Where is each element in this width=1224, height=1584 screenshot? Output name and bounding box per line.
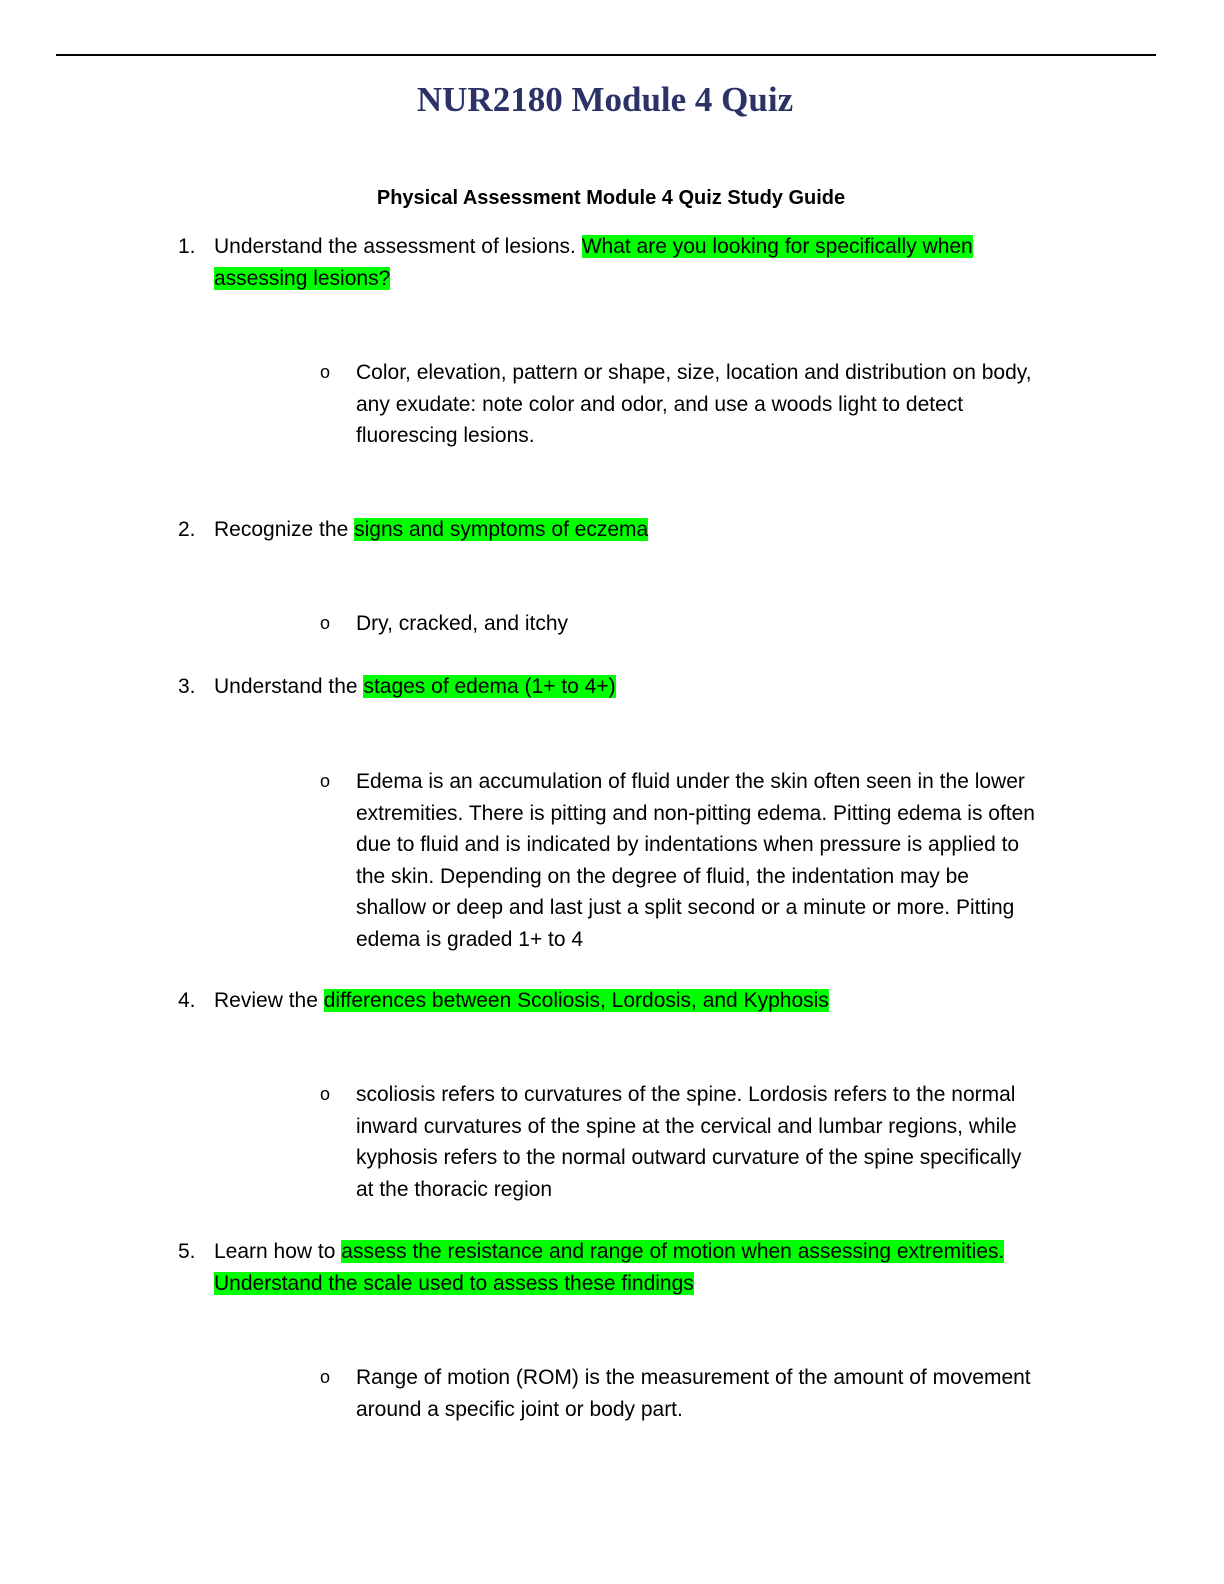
- answer-text: scoliosis refers to curvatures of the sp…: [356, 1083, 1022, 1201]
- answer-2: o Dry, cracked, and itchy: [320, 608, 1040, 640]
- question-number: 1.: [178, 235, 196, 258]
- question-number: 5.: [178, 1240, 196, 1263]
- question-3: 3. Understand the stages of edema (1+ to…: [178, 671, 1038, 703]
- question-text: Learn how to: [214, 1240, 342, 1263]
- bullet-icon: o: [320, 1084, 331, 1104]
- highlighted-text: stages of edema (1+ to 4+): [363, 675, 616, 698]
- highlighted-text: signs and symptoms of eczema: [354, 518, 649, 541]
- answer-text: Range of motion (ROM) is the measurement…: [356, 1366, 1031, 1421]
- bullet-icon: o: [320, 1367, 331, 1387]
- question-1: 1. Understand the assessment of lesions.…: [178, 231, 1038, 294]
- answer-4: o scoliosis refers to curvatures of the …: [320, 1079, 1040, 1205]
- question-text: Understand the assessment of lesions.: [214, 235, 582, 258]
- bullet-icon: o: [320, 613, 331, 633]
- question-5: 5. Learn how to assess the resistance an…: [178, 1236, 1038, 1299]
- question-2: 2. Recognize the signs and symptoms of e…: [178, 514, 1038, 546]
- answer-5: o Range of motion (ROM) is the measureme…: [320, 1362, 1040, 1425]
- question-text: Recognize the: [214, 518, 355, 541]
- bullet-icon: o: [320, 771, 331, 791]
- question-number: 2.: [178, 518, 196, 541]
- answer-3: o Edema is an accumulation of fluid unde…: [320, 766, 1040, 955]
- bullet-icon: o: [320, 362, 331, 382]
- answer-text: Dry, cracked, and itchy: [356, 612, 569, 635]
- question-number: 4.: [178, 989, 196, 1012]
- document-subtitle: Physical Assessment Module 4 Quiz Study …: [376, 187, 846, 209]
- question-text: Review the: [214, 989, 324, 1012]
- document-title: NUR2180 Module 4 Quiz: [416, 80, 794, 119]
- answer-1: o Color, elevation, pattern or shape, si…: [320, 357, 1040, 452]
- question-text: Understand the: [214, 675, 364, 698]
- question-number: 3.: [178, 675, 196, 698]
- answer-text: Edema is an accumulation of fluid under …: [356, 770, 1035, 951]
- question-4: 4. Review the differences between Scolio…: [178, 985, 1038, 1017]
- header-rule: [56, 54, 1156, 56]
- highlighted-text: differences between Scoliosis, Lordosis,…: [323, 989, 829, 1012]
- answer-text: Color, elevation, pattern or shape, size…: [356, 361, 1032, 447]
